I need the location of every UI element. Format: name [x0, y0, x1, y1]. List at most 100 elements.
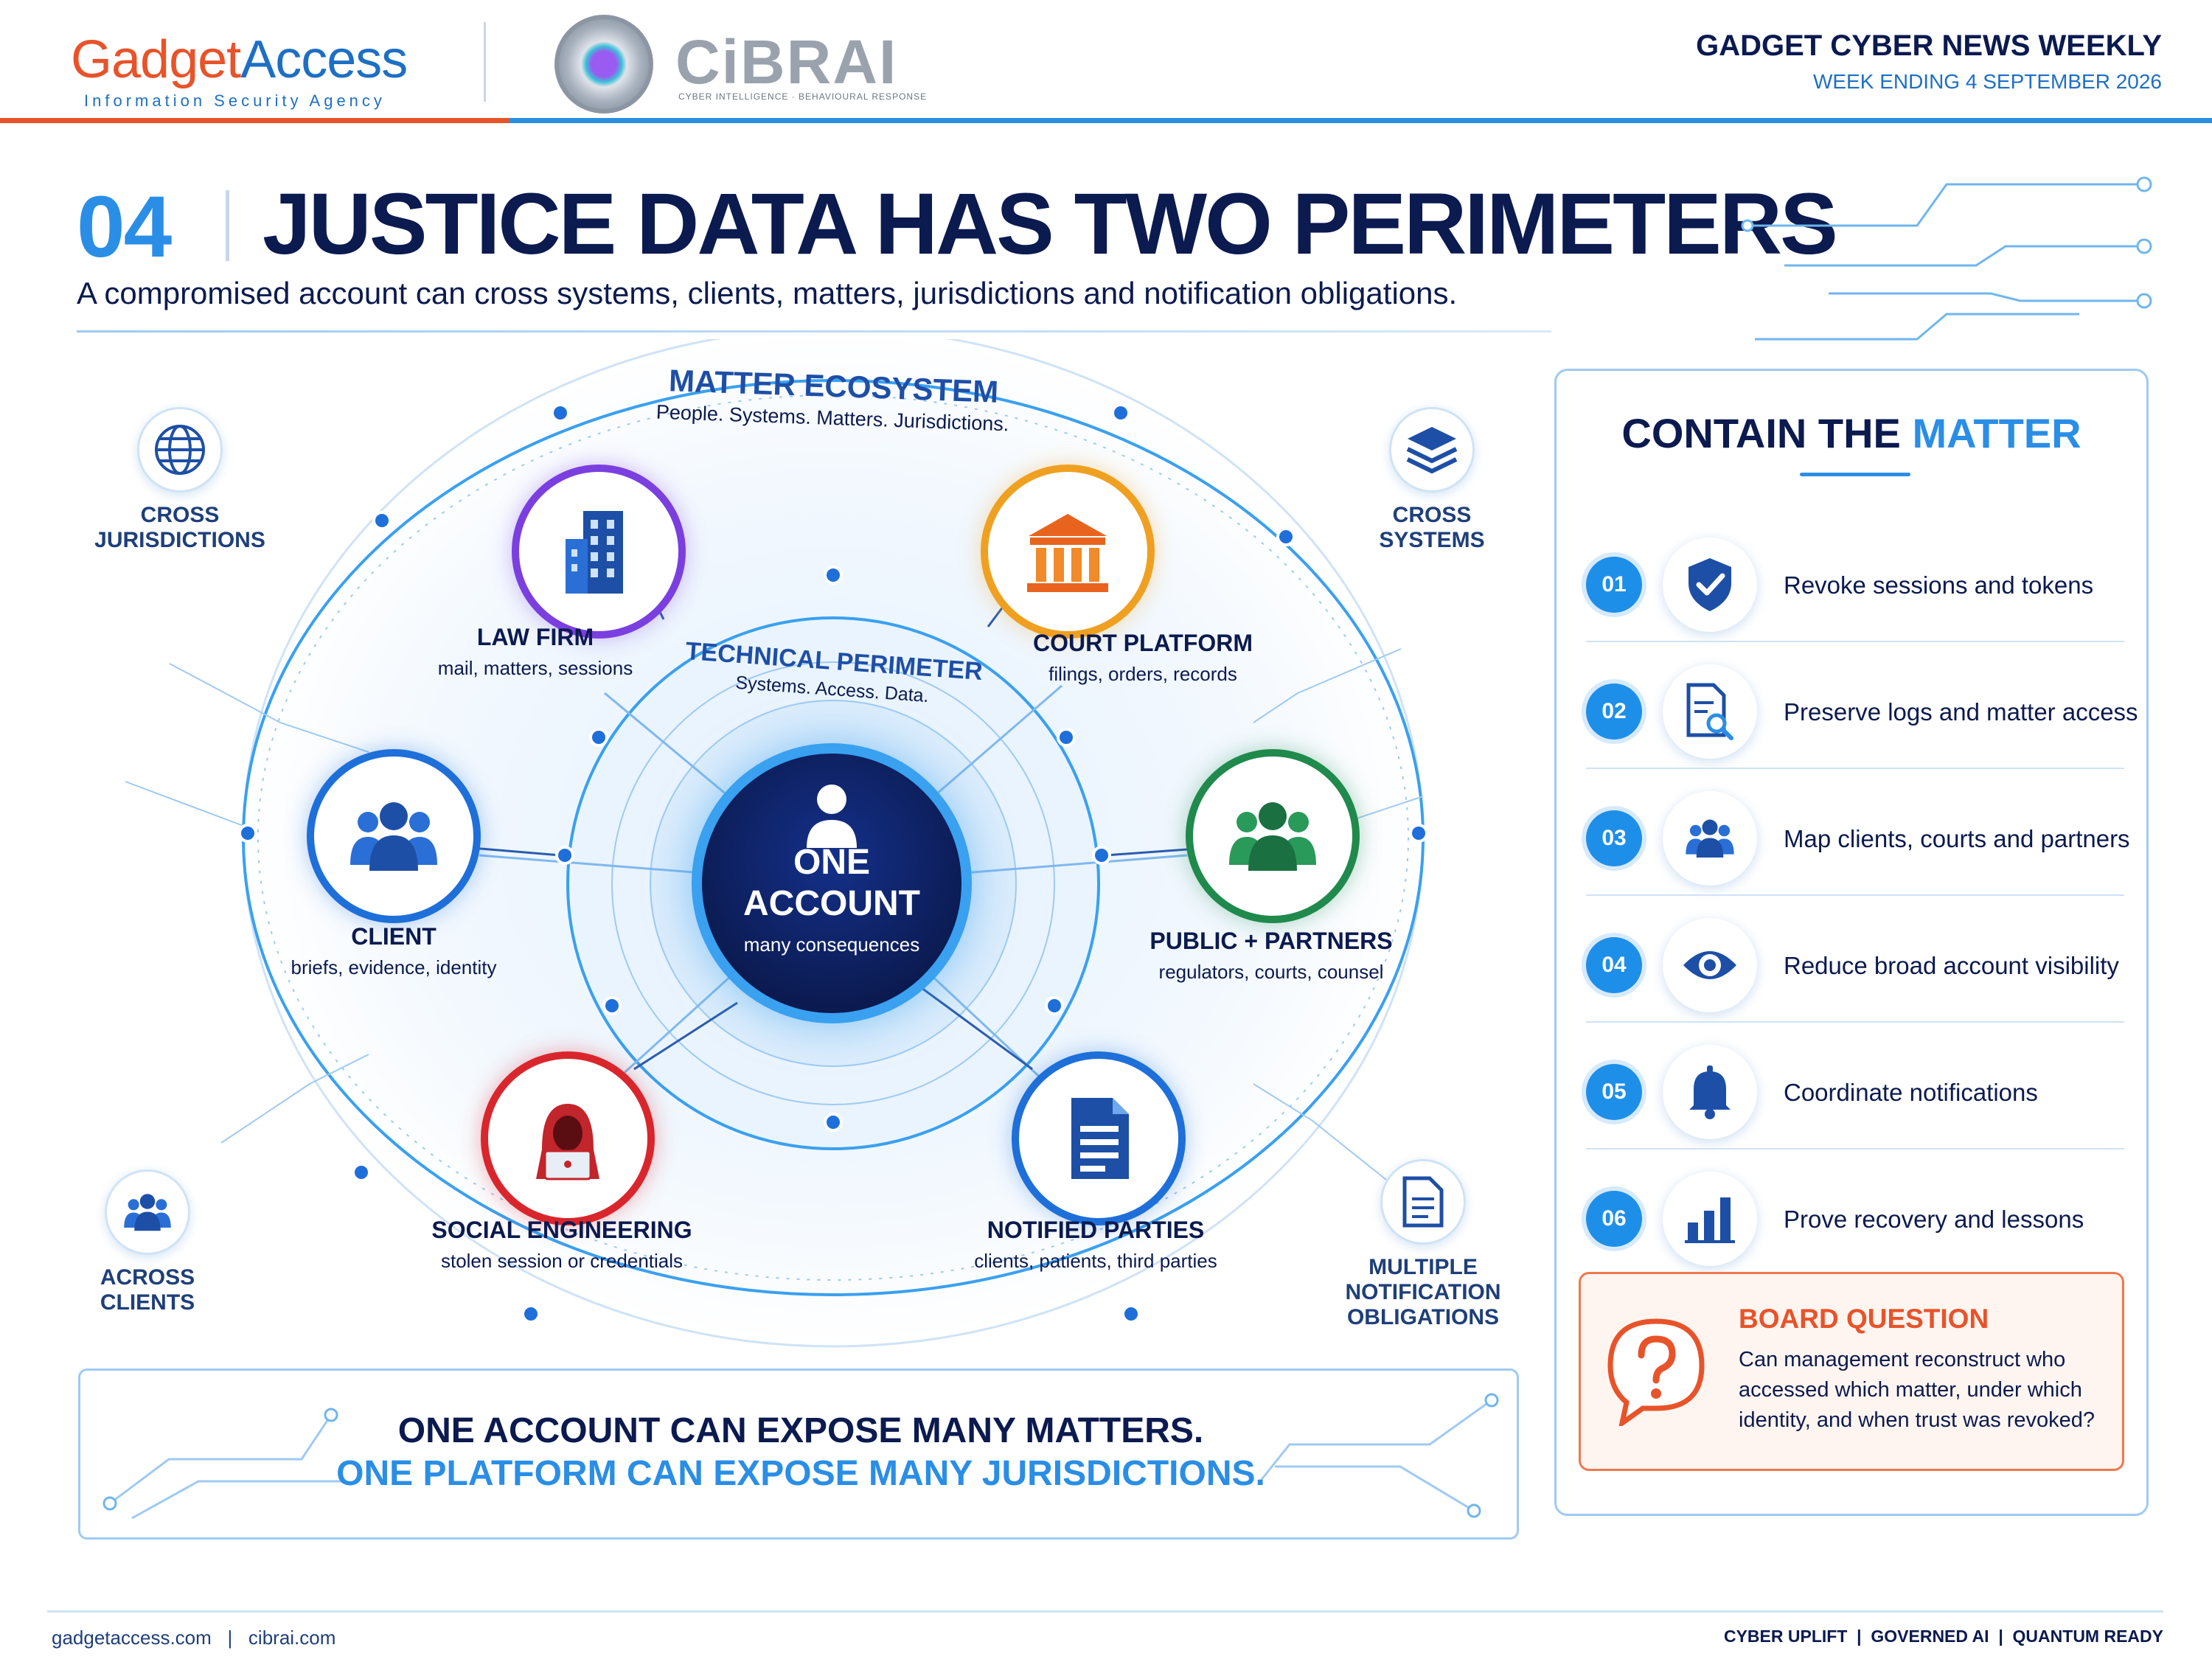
cibrai-emblem-icon — [554, 15, 653, 114]
notified-parties-node — [1012, 1051, 1186, 1225]
cibrai-link[interactable]: cibrai.com — [248, 1627, 336, 1649]
section-number: 04 — [77, 178, 172, 276]
gadget-access-logo: GadgetAccess Information Security Agency — [71, 29, 439, 111]
document-icon — [1071, 1098, 1129, 1179]
gadget-access-tagline: Information Security Agency — [84, 91, 386, 110]
step-number: 03 — [1586, 810, 1642, 866]
court-platform-node — [981, 465, 1155, 639]
user-icon — [807, 785, 857, 848]
step-map-clients: 03 Map clients, courts and partners — [1586, 769, 2130, 896]
building-icon — [566, 511, 623, 594]
gadget-access-wordmark: GadgetAccess — [71, 30, 408, 89]
publication-info: GADGET CYBER NEWS WEEKLY WEEK ENDING 4 S… — [1696, 29, 2162, 94]
social-engineering-node — [481, 1051, 655, 1225]
center-line1: ONE — [793, 843, 870, 882]
law-firm-desc: mail, matters, sessions — [437, 657, 633, 679]
question-bubble-icon — [1607, 1318, 1705, 1426]
contain-the-matter-panel: CONTAIN THE MATTER 01 Revoke sessions an… — [1554, 369, 2149, 1516]
step-label: Prove recovery and lessons — [1784, 1206, 2084, 1233]
center-line2: ACCOUNT — [743, 884, 920, 923]
center-line3: many consequences — [743, 933, 920, 956]
bar-chart-icon — [1685, 1197, 1735, 1243]
panel-title-underline — [1800, 473, 1910, 476]
public-partners-node — [1186, 749, 1360, 923]
step-label: Reduce broad account visibility — [1784, 952, 2119, 979]
courthouse-icon — [1027, 514, 1108, 592]
public-partners-label: PUBLIC + PARTNERS regulators, courts, co… — [1102, 928, 1441, 984]
notified-parties-label: NOTIFIED PARTIES clients, patients, thir… — [926, 1217, 1265, 1273]
notified-parties-name: NOTIFIED PARTIES — [987, 1217, 1205, 1243]
social-engineering-name: SOCIAL ENGINEERING — [431, 1217, 692, 1243]
header-accent-bar — [0, 118, 2212, 123]
court-platform-desc: filings, orders, records — [1048, 663, 1237, 685]
cibrai-wordmark: CiBRAI — [675, 27, 898, 97]
client-label: CLIENT briefs, evidence, identity — [224, 923, 563, 979]
people-icon — [124, 1194, 171, 1231]
globe-icon — [155, 425, 205, 475]
title-divider — [226, 190, 229, 261]
publication-name: GADGET CYBER NEWS WEEKLY — [1696, 29, 2162, 62]
title-rule — [77, 330, 1551, 333]
key-message-banner: ONE ACCOUNT CAN EXPOSE MANY MATTERS. ONE… — [78, 1368, 1519, 1540]
social-engineering-label: SOCIAL ENGINEERING stolen session or cre… — [392, 1217, 731, 1273]
public-partners-name: PUBLIC + PARTNERS — [1150, 928, 1393, 954]
eye-icon — [1683, 951, 1736, 979]
social-engineering-desc: stolen session or credentials — [440, 1250, 684, 1272]
public-partners-desc: regulators, courts, counsel — [1158, 961, 1384, 983]
step-label: Coordinate notifications — [1784, 1079, 2038, 1106]
board-question-title: BOARD QUESTION — [1739, 1304, 1989, 1334]
step-number: 05 — [1586, 1064, 1642, 1120]
layers-icon — [1406, 427, 1458, 474]
bell-icon — [1689, 1065, 1731, 1119]
people-icon — [350, 802, 437, 871]
one-account-hub: ONE ACCOUNT many consequences — [692, 743, 972, 1023]
cibrai-tagline: CYBER INTELLIGENCE · BEHAVIOURAL RESPONS… — [678, 91, 928, 102]
step-number: 06 — [1586, 1191, 1642, 1247]
client-name: CLIENT — [351, 923, 437, 950]
document-icon — [1402, 1176, 1444, 1228]
step-label: Preserve logs and matter access — [1784, 698, 2138, 726]
page-subtitle: A compromised account can cross systems,… — [77, 276, 1458, 310]
client-node — [307, 749, 481, 923]
page-title: JUSTICE DATA HAS TWO PERIMETERS — [262, 175, 1838, 273]
panel-title: CONTAIN THE MATTER — [1621, 410, 2081, 456]
page-header: GadgetAccess Information Security Agency… — [0, 0, 2212, 124]
banner-line2: ONE PLATFORM CAN EXPOSE MANY JURISDICTIO… — [336, 1454, 1265, 1493]
circuit-decoration — [1741, 176, 2152, 341]
step-coordinate-notifications: 05 Coordinate notifications — [1586, 1023, 2124, 1150]
step-prove-recovery: 06 Prove recovery and lessons — [1586, 1150, 2117, 1276]
court-platform-label: COURT PLATFORM filings, orders, records — [973, 630, 1312, 686]
step-number: 04 — [1586, 937, 1642, 993]
step-revoke-sessions: 01 Revoke sessions and tokens — [1586, 515, 2124, 642]
law-firm-name: LAW FIRM — [476, 624, 594, 650]
step-preserve-logs: 02 Preserve logs and matter access — [1586, 642, 2138, 769]
step-label: Map clients, courts and partners — [1784, 825, 2130, 852]
hooded-hacker-icon — [536, 1104, 599, 1180]
people-icon — [1686, 819, 1734, 858]
court-platform-name: COURT PLATFORM — [1032, 630, 1253, 656]
gadgetaccess-link[interactable]: gadgetaccess.com — [52, 1627, 212, 1649]
people-icon — [1229, 802, 1316, 871]
banner-circuit-decoration — [102, 1393, 1499, 1520]
footer-links: gadgetaccess.com | cibrai.com — [52, 1627, 336, 1649]
law-firm-label: LAW FIRM mail, matters, sessions — [366, 624, 705, 680]
client-desc: briefs, evidence, identity — [291, 956, 497, 978]
step-label: Revoke sessions and tokens — [1784, 571, 2094, 599]
footer-taglines: CYBER UPLIFT | GOVERNED AI | QUANTUM REA… — [1723, 1627, 2163, 1646]
step-reduce-visibility: 04 Reduce broad account visibility — [1586, 896, 2124, 1023]
header-divider — [484, 22, 486, 102]
board-question-text: Can management reconstruct who accessed … — [1739, 1348, 2096, 1432]
shield-check-icon — [1688, 558, 1731, 611]
footer-rule — [47, 1610, 2163, 1613]
banner-line1: ONE ACCOUNT CAN EXPOSE MANY MATTERS. — [397, 1411, 1204, 1450]
notified-parties-desc: clients, patients, third parties — [974, 1250, 1217, 1272]
step-number: 02 — [1586, 684, 1642, 740]
cibrai-logo: CiBRAI CYBER INTELLIGENCE · BEHAVIOURAL … — [554, 15, 926, 114]
publication-week: WEEK ENDING 4 SEPTEMBER 2026 — [1812, 70, 2162, 93]
document-search-icon — [1686, 683, 1733, 740]
board-question-box: BOARD QUESTION Can management reconstruc… — [1579, 1272, 2124, 1471]
